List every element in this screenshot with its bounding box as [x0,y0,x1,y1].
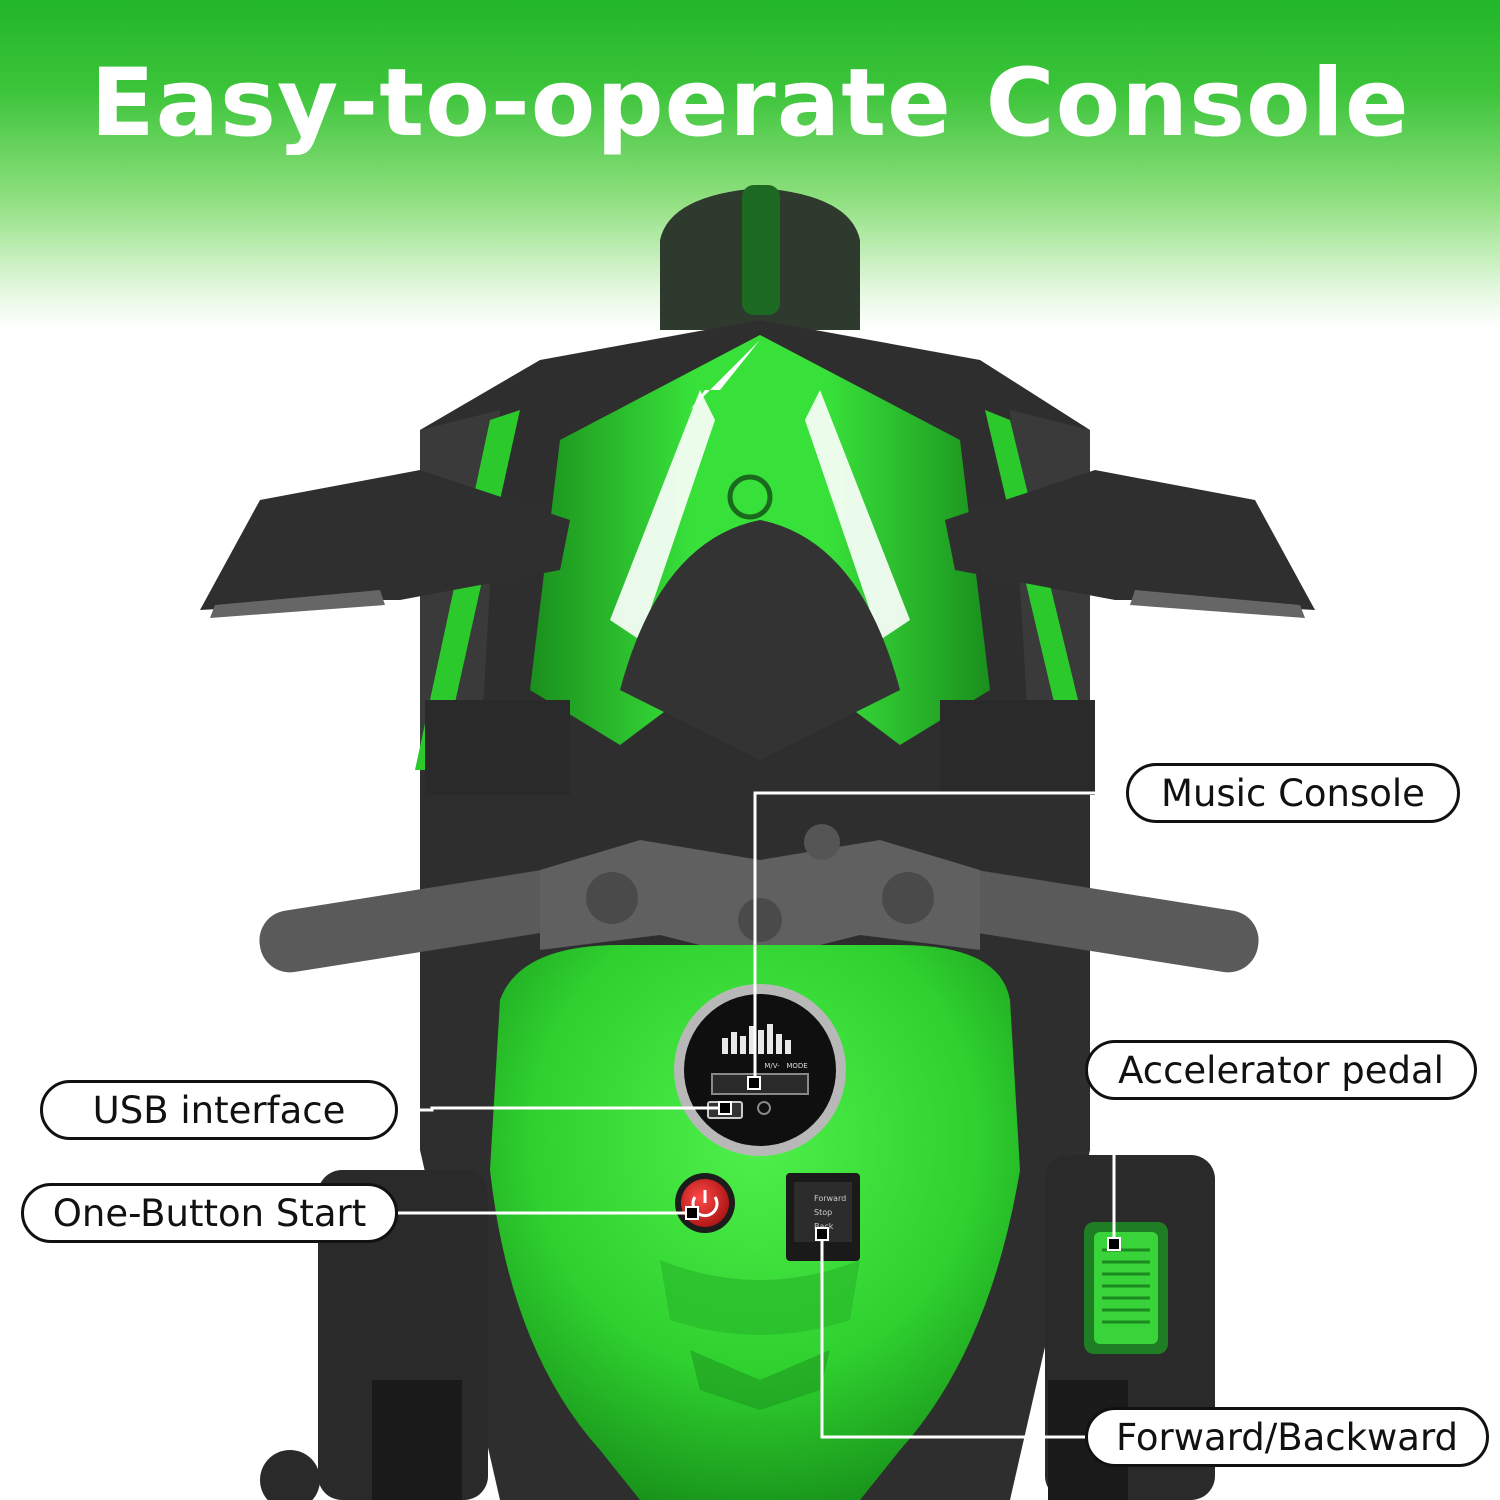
left-mirror [200,470,570,618]
one-button-start-callout: One-Button Start [21,1183,398,1243]
accelerator-pedal[interactable] [1084,1222,1168,1354]
music-console-display: MODE M/V- [674,984,846,1156]
left-side-box [425,700,570,795]
right-side-box [940,700,1095,795]
display-volume-label: M/V- [764,1062,780,1070]
power-button[interactable] [675,1173,735,1233]
forward-backward-callout: Forward/Backward [1085,1407,1489,1467]
switch-stop-label: Stop [814,1208,832,1217]
rear-fender [660,185,860,330]
accelerator-pedal-callout: Accelerator pedal [1085,1040,1477,1100]
seat-cowl [530,335,990,760]
usb-port-icon[interactable] [707,1101,743,1119]
music-console-callout: Music Console [1126,763,1460,823]
forward-backward-switch[interactable]: Forward Stop Back [786,1173,860,1261]
right-mirror [945,470,1315,618]
usb-interface-callout: USB interface [40,1080,398,1140]
switch-back-label: Back [814,1222,834,1231]
display-mode-label: MODE [786,1062,807,1070]
page-title: Easy-to-operate Console [90,49,1410,158]
switch-forward-label: Forward [814,1194,846,1203]
left-rear-wheel [260,1170,488,1500]
aux-jack-icon [757,1101,771,1115]
